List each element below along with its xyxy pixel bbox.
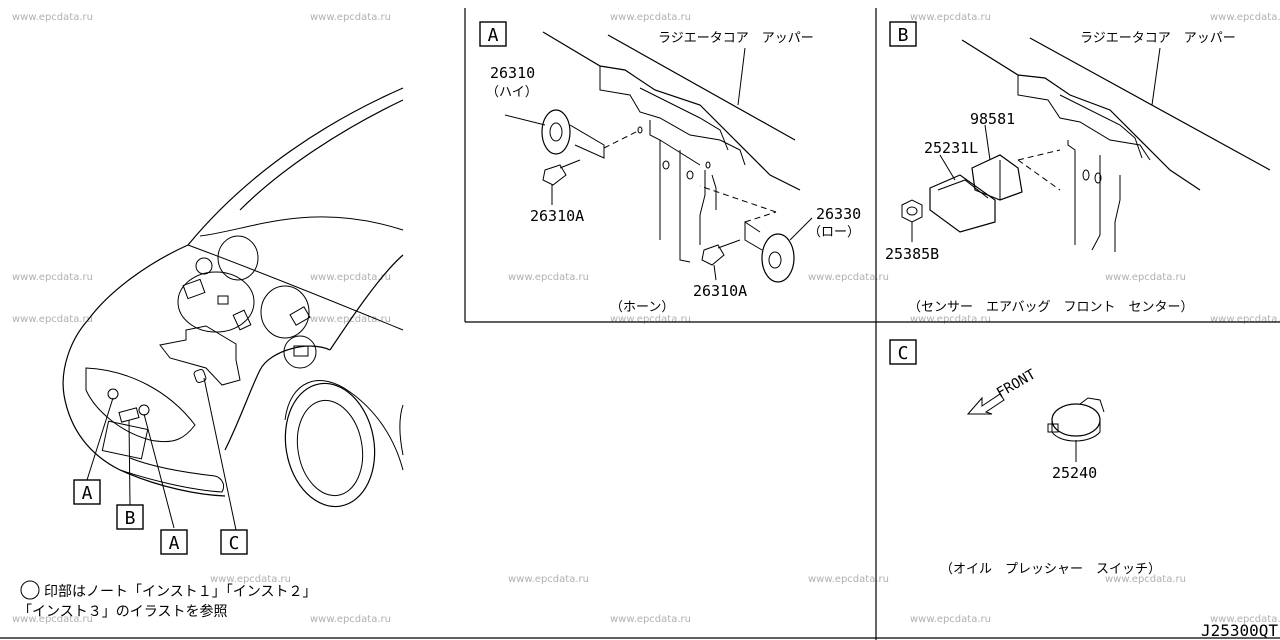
part-number-25231l: 25231L	[924, 139, 978, 157]
airbag-sensor-icon	[971, 154, 1023, 201]
callout-c[interactable]: C	[220, 529, 248, 555]
horn-high-icon	[541, 109, 571, 155]
section-b: B ラジエータコア アッパー 98581 25231L 25385B （センサー…	[885, 21, 1271, 315]
watermark: www.epcdata.ru	[1210, 314, 1280, 325]
watermark: www.epcdata.ru	[910, 314, 991, 325]
watermark: www.epcdata.ru	[910, 12, 991, 23]
svg-text:C: C	[898, 343, 909, 364]
callout-label: B	[125, 508, 136, 529]
watermark: www.epcdata.ru	[1210, 614, 1280, 625]
watermark: www.epcdata.ru	[310, 12, 391, 23]
part-number-25385b: 25385B	[885, 245, 939, 263]
section-c: C FRONT 25240 （オイル プレッシャー スイッチ）	[889, 339, 1161, 577]
watermark: www.epcdata.ru	[808, 272, 889, 283]
oil-pressure-switch-icon	[1051, 403, 1101, 437]
watermark: www.epcdata.ru	[12, 272, 93, 283]
car-overview	[62, 87, 404, 531]
watermark: www.epcdata.ru	[610, 314, 691, 325]
note-line-1: 印部はノート「インスト１」「インスト２」	[44, 584, 316, 600]
section-a: A ラジエータコア アッパー 26310 （ハイ） 26310A	[479, 21, 861, 315]
section-b-caption: （センサー エアバッグ フロント センター）	[908, 300, 1193, 315]
horn-low-icon	[761, 233, 795, 283]
watermark: www.epcdata.ru	[1210, 12, 1280, 23]
section-c-caption: （オイル プレッシャー スイッチ）	[940, 562, 1161, 577]
watermark: www.epcdata.ru	[610, 12, 691, 23]
bolt-icon	[542, 164, 567, 186]
watermark: www.epcdata.ru	[310, 272, 391, 283]
watermark: www.epcdata.ru	[508, 272, 589, 283]
overview-callouts: A B A C	[73, 479, 248, 555]
part-number-25240: 25240	[1052, 464, 1097, 482]
bolt-icon	[701, 244, 725, 266]
svg-text:A: A	[488, 25, 499, 46]
diagram-code: J25300QT	[1201, 621, 1278, 640]
watermark: www.epcdata.ru	[1105, 574, 1186, 585]
note-line-2: 「インスト３」のイラストを参照	[18, 603, 227, 620]
part-name-radiator-core-upper: ラジエータコア アッパー	[1080, 31, 1236, 46]
section-b-label: B	[889, 21, 917, 47]
part-number-26310a-upper: 26310A	[530, 207, 584, 225]
part-number-26310a-lower: 26310A	[693, 282, 747, 300]
svg-text:B: B	[898, 25, 909, 46]
frame-lines	[0, 8, 1280, 640]
section-a-label: A	[479, 21, 507, 47]
callout-label: C	[229, 533, 240, 554]
watermarks: www.epcdata.ru www.epcdata.ru www.epcdat…	[12, 12, 1280, 625]
section-c-label: C	[889, 339, 917, 365]
watermark: www.epcdata.ru	[310, 614, 391, 625]
watermark: www.epcdata.ru	[508, 574, 589, 585]
callout-b[interactable]: B	[116, 504, 144, 530]
watermark: www.epcdata.ru	[12, 12, 93, 23]
watermark: www.epcdata.ru	[12, 614, 93, 625]
watermark: www.epcdata.ru	[210, 574, 291, 585]
bracket-icon	[929, 174, 996, 233]
watermark: www.epcdata.ru	[808, 574, 889, 585]
callout-label: A	[82, 483, 93, 504]
part-number-98581: 98581	[970, 110, 1015, 128]
part-number-26330: 26330	[816, 205, 861, 223]
part-desc-high: （ハイ）	[486, 85, 538, 100]
watermark: www.epcdata.ru	[910, 614, 991, 625]
part-number-26310: 26310	[490, 64, 535, 82]
part-desc-low: （ロー）	[808, 225, 860, 240]
part-name-radiator-core-upper: ラジエータコア アッパー	[658, 31, 814, 46]
note-circle-icon	[20, 580, 40, 600]
watermark: www.epcdata.ru	[1105, 272, 1186, 283]
callout-a-2[interactable]: A	[160, 529, 188, 555]
callout-label: A	[169, 533, 180, 554]
front-arrow-icon	[966, 393, 1005, 415]
watermark: www.epcdata.ru	[610, 614, 691, 625]
watermark: www.epcdata.ru	[12, 314, 93, 325]
front-label: FRONT	[994, 366, 1039, 401]
section-a-caption: （ホーン）	[610, 300, 674, 315]
nut-icon	[901, 199, 923, 223]
callout-a-1[interactable]: A	[73, 479, 101, 505]
reference-note: 印部はノート「インスト１」「インスト２」 「インスト３」のイラストを参照	[18, 580, 316, 620]
